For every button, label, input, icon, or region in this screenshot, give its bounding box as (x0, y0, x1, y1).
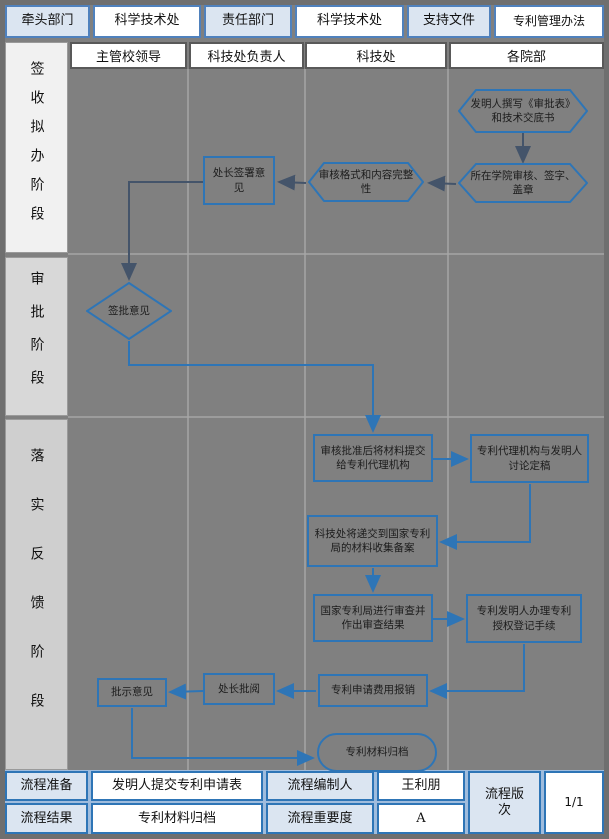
node-archive: 专利材料归档 (317, 733, 437, 772)
responsible-department-label: 责任部门 (204, 5, 292, 38)
lead-department-value: 科学技术处 (93, 5, 201, 38)
node-archive-label: 专利材料归档 (345, 746, 409, 759)
node-director-read: 处长批阅 (203, 673, 275, 705)
node-fee-reimburse: 专利申请费用报销 (318, 674, 428, 707)
node-format-check: 审核格式和内容完整性 (308, 162, 424, 202)
phase-approval-label: 审批阶段 (5, 257, 68, 416)
node-submit-agency-label: 审核批准后将材料提交给专利代理机构 (320, 444, 426, 471)
footer-process-prep-label: 流程准备 (5, 771, 88, 801)
node-director-read-label: 处长批阅 (218, 682, 260, 695)
node-college-review: 所在学院审核、签字、盖章 (458, 163, 588, 203)
node-registration: 专利发明人办理专利授权登记手续 (466, 594, 582, 643)
node-format-check-label: 审核格式和内容完整性 (318, 168, 414, 195)
node-director-sign: 处长签署意见 (203, 156, 275, 205)
node-approval-opinion: 签批意见 (86, 282, 172, 340)
footer-editor-value: 王利朋 (377, 771, 465, 801)
footer-process-prep-value: 发明人提交专利申请表 (91, 771, 263, 801)
column-header-school-leader: 主管校领导 (70, 42, 187, 69)
footer-editor-label: 流程编制人 (266, 771, 374, 801)
footer-importance-label: 流程重要度 (266, 803, 374, 834)
footer-version-label: 流程版次 (468, 771, 541, 834)
node-director-sign-label: 处长签署意见 (212, 167, 266, 194)
node-instruction-label: 批示意见 (111, 686, 153, 699)
connectors-dark (121, 132, 531, 281)
support-document-value: 专利管理办法 (494, 5, 604, 38)
phase-implementation-label: 落实反馈阶段 (5, 419, 68, 770)
node-instruction: 批示意见 (97, 678, 167, 707)
footer-result-label: 流程结果 (5, 803, 88, 834)
phase-sign-in-label: 签收拟办阶段 (5, 42, 68, 253)
node-submit-agency: 审核批准后将材料提交给专利代理机构 (313, 434, 433, 482)
column-header-st-office: 科技处 (305, 42, 447, 69)
node-write-form: 发明人撰写《审批表》和技术交底书 (458, 89, 588, 133)
node-fee-reimburse-label: 专利申请费用报销 (331, 684, 415, 697)
footer-result-value: 专利材料归档 (91, 803, 263, 834)
node-file-materials: 科技处将递交到国家专利局的材料收集备案 (307, 515, 438, 567)
support-document-label: 支持文件 (407, 5, 491, 38)
column-header-departments: 各院部 (449, 42, 604, 69)
node-office-review: 国家专利局进行审查并作出审查结果 (313, 594, 433, 642)
column-header-st-office-director: 科技处负责人 (189, 42, 304, 69)
node-file-materials-label: 科技处将递交到国家专利局的材料收集备案 (314, 527, 431, 554)
footer-importance-value: A (377, 803, 465, 834)
node-agency-discuss: 专利代理机构与发明人讨论定稿 (470, 434, 589, 483)
footer-version-value: 1/1 (544, 771, 604, 834)
responsible-department-value: 科学技术处 (295, 5, 404, 38)
node-registration-label: 专利发明人办理专利授权登记手续 (476, 605, 572, 632)
lead-department-label: 牵头部门 (5, 5, 90, 38)
node-office-review-label: 国家专利局进行审查并作出审查结果 (320, 604, 426, 631)
node-approval-opinion-label: 签批意见 (108, 304, 150, 317)
node-write-form-label: 发明人撰写《审批表》和技术交底书 (470, 97, 576, 124)
node-agency-discuss-label: 专利代理机构与发明人讨论定稿 (477, 445, 582, 472)
node-college-review-label: 所在学院审核、签字、盖章 (470, 169, 576, 196)
